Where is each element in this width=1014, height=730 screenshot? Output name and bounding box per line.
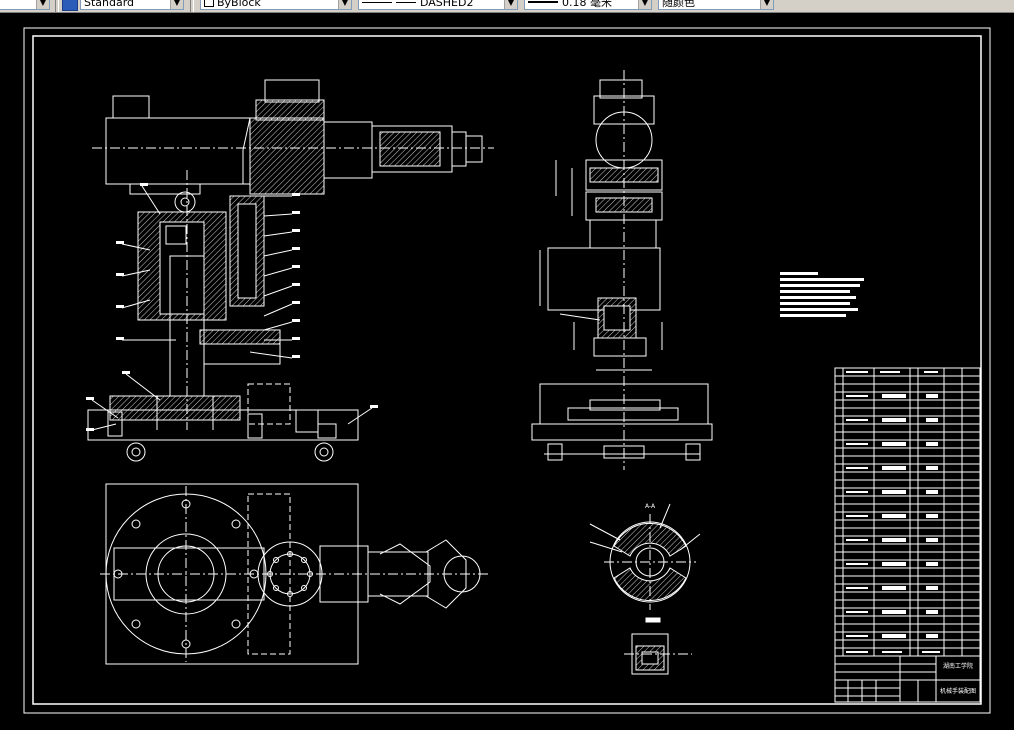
- color-swatch-icon: [204, 0, 214, 7]
- part-number-leaders: [91, 185, 373, 431]
- side-view: [531, 70, 713, 470]
- previous-dropdown[interactable]: ▼: [0, 0, 50, 10]
- text-style-icon[interactable]: [62, 0, 78, 11]
- outer-frame: [23, 27, 991, 714]
- dropdown-arrow-icon: ▼: [170, 0, 183, 9]
- section-view-a: [589, 503, 701, 610]
- lineweight-sample-icon: [528, 1, 558, 3]
- lineweight-value: 0.18 毫米: [562, 0, 612, 9]
- linetype-sample-icon: [362, 2, 392, 3]
- properties-toolbar: ▼ Standard ▼ ByBlock ▼ DASHED2 ▼ 0.18 毫米…: [0, 0, 1014, 13]
- linetype-sample-icon: [396, 2, 416, 3]
- dropdown-arrow-icon: ▼: [36, 0, 49, 9]
- text-style-value: Standard: [84, 0, 135, 9]
- front-view-part-tags: [86, 183, 378, 431]
- drawing-svg[interactable]: A-A: [0, 13, 1014, 730]
- plot-style-dropdown[interactable]: 随颜色 ▼: [658, 0, 774, 10]
- lineweight-dropdown[interactable]: 0.18 毫米 ▼: [524, 0, 652, 10]
- dropdown-arrow-icon: ▼: [504, 0, 517, 9]
- technical-notes: [780, 272, 864, 317]
- drawing-canvas[interactable]: A-A: [0, 13, 1014, 730]
- text-style-dropdown[interactable]: Standard ▼: [80, 0, 184, 10]
- parts-list-entries: [846, 371, 940, 653]
- color-dropdown[interactable]: ByBlock ▼: [200, 0, 352, 10]
- detail-view: [624, 617, 692, 675]
- title-block-drawing-name: 机械手装配图: [940, 687, 976, 695]
- linetype-value: DASHED2: [420, 0, 474, 9]
- dropdown-arrow-icon: ▼: [338, 0, 351, 9]
- parts-list-table: [834, 367, 981, 657]
- inner-frame: [32, 35, 982, 705]
- dropdown-arrow-icon: ▼: [638, 0, 651, 9]
- section-label-a: A-A: [645, 503, 656, 510]
- title-block: [834, 655, 981, 703]
- title-block-school: 湖南工学院: [943, 662, 973, 670]
- linetype-dropdown[interactable]: DASHED2 ▼: [358, 0, 518, 10]
- dropdown-arrow-icon: ▼: [760, 0, 773, 9]
- front-view: [87, 79, 494, 462]
- color-value: ByBlock: [217, 0, 261, 9]
- top-view: [100, 483, 490, 665]
- toolbar-separator: [190, 0, 194, 12]
- toolbar-separator: [55, 0, 59, 12]
- plot-style-value: 随颜色: [662, 0, 695, 9]
